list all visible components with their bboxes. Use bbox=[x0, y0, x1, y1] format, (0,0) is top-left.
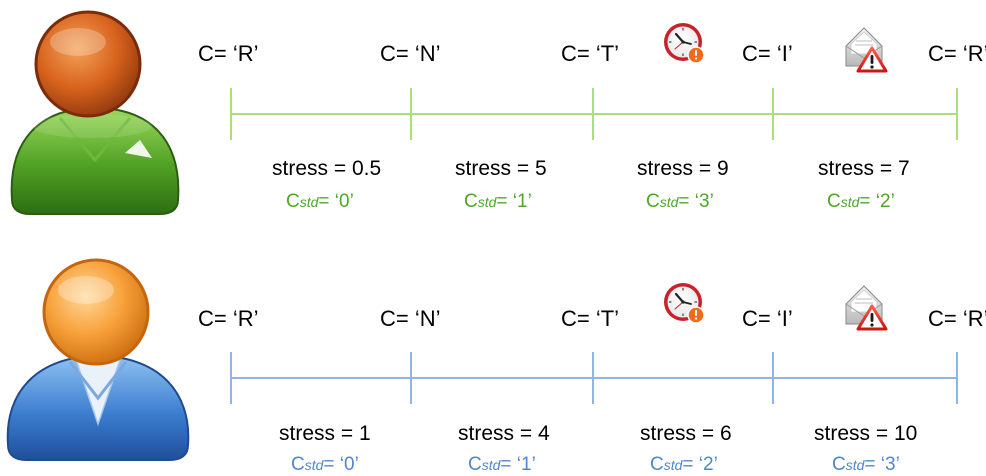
user-avatar-green-icon bbox=[10, 10, 180, 215]
segment-cstd: Cstd= ‘1’ bbox=[468, 454, 536, 475]
segment-stress: stress = 10 bbox=[814, 422, 918, 445]
context-label: C= ‘R’ bbox=[198, 306, 259, 331]
context-label: C= ‘N’ bbox=[380, 306, 441, 331]
segment-stress: stress = 1 bbox=[279, 422, 371, 445]
timeline-blue bbox=[230, 352, 958, 404]
context-label: C= ‘I’ bbox=[742, 306, 793, 331]
alarm-clock-warning-icon bbox=[662, 21, 706, 65]
context-label: C= ‘R’ bbox=[928, 306, 986, 331]
segment-stress: stress = 7 bbox=[818, 157, 910, 180]
segment-stress: stress = 5 bbox=[455, 157, 547, 180]
mail-warning-icon bbox=[844, 284, 888, 331]
context-label: C= ‘R’ bbox=[198, 41, 259, 66]
segment-cstd: Cstd= ‘2’ bbox=[827, 191, 895, 212]
segment-cstd: Cstd= ‘3’ bbox=[646, 191, 714, 212]
segment-cstd: Cstd= ‘0’ bbox=[291, 454, 359, 475]
timeline-green bbox=[230, 88, 958, 140]
segment-cstd: Cstd= ‘0’ bbox=[286, 191, 354, 212]
context-label: C= ‘R’ bbox=[928, 41, 986, 66]
segment-cstd: Cstd= ‘2’ bbox=[650, 454, 718, 475]
alarm-clock-warning-icon bbox=[662, 281, 706, 325]
context-label: C= ‘N’ bbox=[380, 41, 441, 66]
segment-stress: stress = 6 bbox=[640, 422, 732, 445]
user-avatar-blue-icon bbox=[6, 258, 190, 461]
segment-stress: stress = 4 bbox=[458, 422, 550, 445]
context-label: C= ‘T’ bbox=[561, 306, 620, 331]
mail-warning-icon bbox=[844, 26, 888, 73]
segment-stress: stress = 9 bbox=[637, 157, 729, 180]
segment-cstd: Cstd= ‘1’ bbox=[464, 191, 532, 212]
context-label: C= ‘I’ bbox=[742, 41, 793, 66]
context-label: C= ‘T’ bbox=[561, 41, 620, 66]
segment-cstd: Cstd= ‘3’ bbox=[832, 454, 900, 475]
segment-stress: stress = 0.5 bbox=[272, 157, 382, 180]
